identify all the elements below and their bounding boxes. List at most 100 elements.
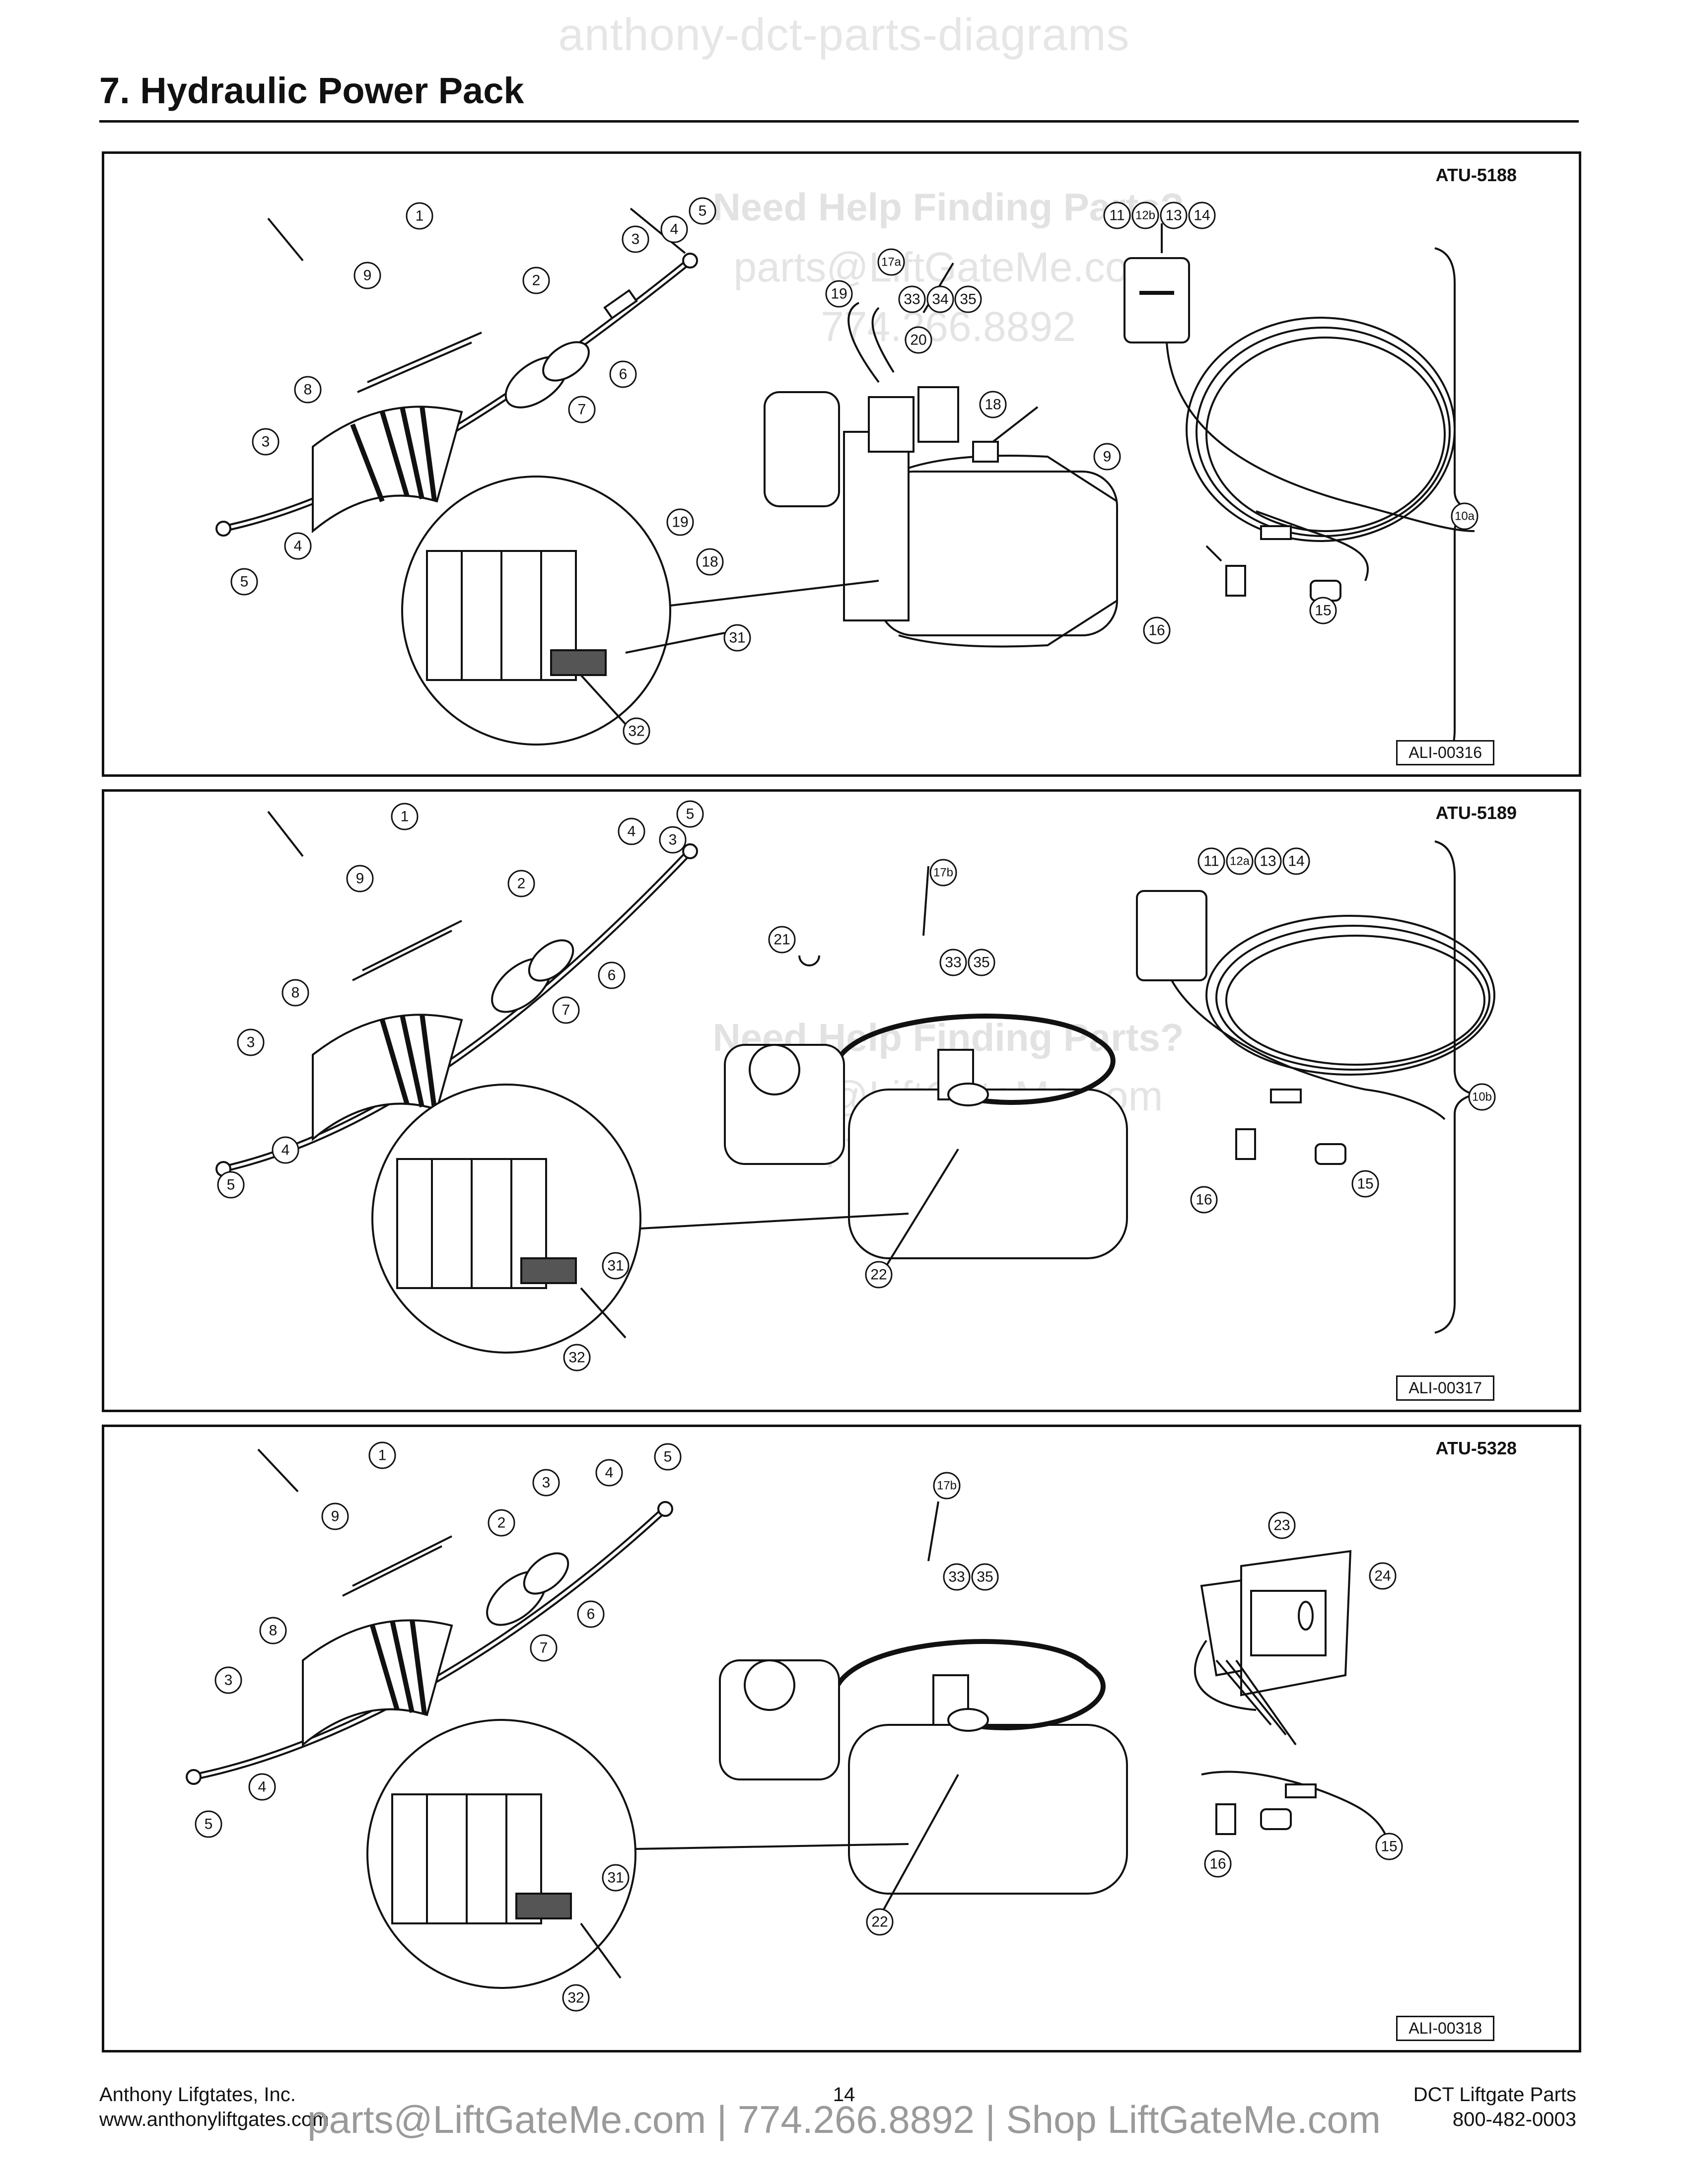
callout-17b: 17b [933,866,953,880]
callout-4b: 4 [258,1779,267,1795]
callout-13: 13 [1260,853,1276,870]
callout-23: 23 [1273,1517,1290,1534]
title-rule [99,120,1579,123]
footer-doc-title: DCT Liftgate Parts [1413,2084,1576,2106]
callout-10b: 10b [1472,1091,1492,1104]
callout-8: 8 [304,382,312,398]
callout-11: 11 [1109,207,1125,224]
callout-3b: 3 [262,434,270,450]
model-code: ATU-5328 [1435,1438,1517,1458]
footer-contact-banner[interactable]: parts@LiftGateMe.com | 774.266.8892 | Sh… [307,2098,1381,2141]
diagram-panel-atu-5188: ATU-5188 Need Help Finding Parts? parts@… [102,151,1581,777]
callout-5b: 5 [205,1816,213,1833]
callout-5: 5 [686,806,695,822]
callout-19: 19 [831,286,847,302]
callout-8: 8 [291,985,300,1001]
callout-4: 4 [605,1465,614,1481]
callout-17a: 17a [881,256,902,269]
diagram-panel-atu-5328: ATU-5328 [102,1425,1581,2052]
callout-19b: 19 [672,514,688,531]
figure-id: ALI-00318 [1396,2016,1494,2041]
callout-1: 1 [416,208,424,224]
callout-5b: 5 [240,574,249,590]
callout-14: 14 [1288,853,1304,870]
callout-9b: 9 [1103,449,1112,465]
callout-15: 15 [1357,1176,1373,1192]
callout-9: 9 [363,268,372,284]
callout-17b: 17b [937,1479,957,1493]
callout-20: 20 [910,332,926,348]
callout-31: 31 [729,630,745,646]
figure-id: ALI-00316 [1396,740,1494,765]
power-pack-diagram-1: 1 3 4 5 9 2 6 7 8 3 4 5 17a 19 33 34 35 … [215,197,1478,765]
callout-5: 5 [699,203,707,219]
callout-2: 2 [532,273,541,289]
help-watermark-email: parts@LiftGateMe.com [733,244,1163,290]
callout-16: 16 [1148,622,1165,639]
footer-phone: 800-482-0003 [1452,2109,1576,2130]
callout-1: 1 [378,1447,387,1464]
footer-website[interactable]: www.anthonyliftgates.com [99,2109,329,2130]
callout-3: 3 [632,231,640,248]
callout-32: 32 [567,1990,584,2006]
callout-2: 2 [517,876,526,892]
callout-33: 33 [904,291,920,308]
callout-8: 8 [269,1623,278,1639]
power-pack-diagram-2: 1 3 4 5 9 2 6 7 8 3 4 5 17b 21 33 35 11 … [215,800,1496,1371]
callout-12a: 12a [1230,855,1250,868]
callout-3: 3 [542,1475,551,1491]
callout-4b: 4 [294,538,302,554]
callout-3: 3 [669,832,677,848]
model-code: ATU-5189 [1435,803,1517,823]
callout-31: 31 [607,1258,624,1274]
callout-35: 35 [973,955,989,971]
callout-18b: 18 [702,554,718,570]
callout-33: 33 [948,1569,965,1585]
callout-21: 21 [774,932,790,948]
footer-company: Anthony Lifgtates, Inc. [99,2084,296,2106]
callout-4: 4 [670,221,679,238]
page-number: 14 [833,2084,855,2106]
callout-1: 1 [401,809,409,825]
callout-6: 6 [608,967,616,984]
callout-16: 16 [1196,1192,1212,1208]
model-code: ATU-5188 [1435,165,1517,185]
callout-6: 6 [587,1606,595,1623]
callout-18: 18 [985,397,1001,413]
power-pack-diagram-3: 1 3 4 5 9 2 6 7 8 3 4 5 17b 33 35 23 24 … [186,1441,1403,2012]
diagram-panel-atu-5189: ATU-5189 Need Help Finding Parts? parts@… [102,789,1581,1412]
callout-22: 22 [871,1914,888,1930]
callout-9: 9 [356,871,364,887]
callout-7: 7 [562,1002,570,1019]
callout-32: 32 [628,723,644,740]
callout-32: 32 [568,1350,585,1366]
callout-35: 35 [960,291,976,308]
callout-5: 5 [664,1449,672,1465]
callout-11: 11 [1203,853,1219,870]
callout-22: 22 [870,1267,887,1283]
callout-5b: 5 [227,1177,235,1193]
callout-2: 2 [497,1515,506,1531]
callout-7: 7 [578,402,586,418]
callout-35: 35 [977,1569,993,1585]
callout-7: 7 [540,1640,548,1656]
callout-16: 16 [1209,1856,1226,1872]
callout-15: 15 [1315,603,1331,619]
watermark-top: anthony-dct-parts-diagrams [558,9,1130,60]
callout-12b: 12b [1135,209,1155,222]
callout-13: 13 [1165,207,1182,224]
callout-3b: 3 [224,1672,233,1689]
callout-3b: 3 [247,1034,255,1051]
figure-id: ALI-00317 [1396,1375,1494,1401]
callout-9: 9 [331,1508,340,1525]
help-watermark-phone: 774.266.8892 [821,303,1076,350]
callout-34: 34 [932,291,948,308]
callout-4b: 4 [281,1142,290,1159]
page-title: 7. Hydraulic Power Pack [99,70,524,111]
callout-6: 6 [619,366,628,383]
callout-31: 31 [607,1870,624,1886]
callout-15: 15 [1381,1839,1397,1855]
callout-33: 33 [945,955,961,971]
callout-10a: 10a [1455,510,1475,523]
callout-14: 14 [1194,207,1210,224]
